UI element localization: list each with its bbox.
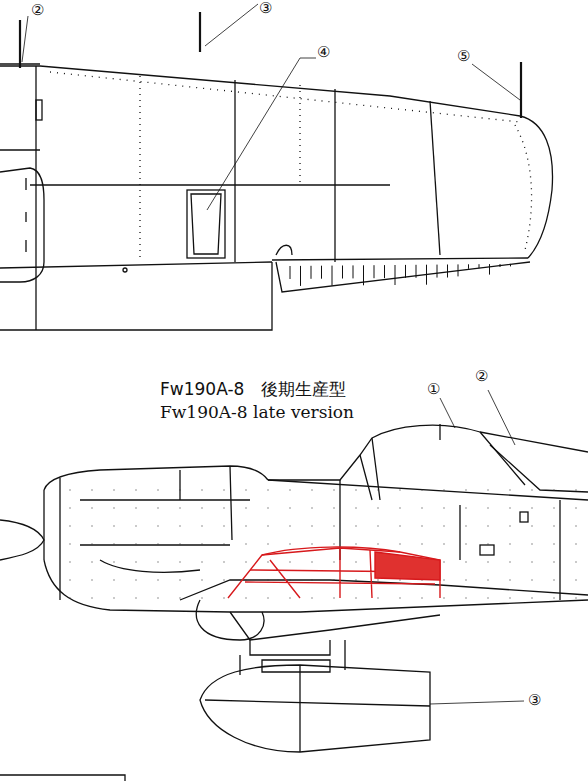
callout-number: ③ <box>527 692 542 709</box>
callout-number: ④ <box>316 44 331 61</box>
callout-number: ② <box>474 368 489 385</box>
callout-number: ③ <box>258 0 273 17</box>
fuselage-side <box>0 390 588 781</box>
drawing-title: Fw190A-8 後期生産型 <box>160 380 346 399</box>
wheel-well-highlight <box>228 547 440 598</box>
callout-number: ② <box>30 2 45 19</box>
callout-number: ① <box>426 381 441 398</box>
wing-underside <box>0 4 553 330</box>
aileron-ribs <box>290 264 511 286</box>
drawing-subtitle: Fw190A-8 late version <box>160 403 354 422</box>
callout-number: ⑤ <box>456 48 471 65</box>
